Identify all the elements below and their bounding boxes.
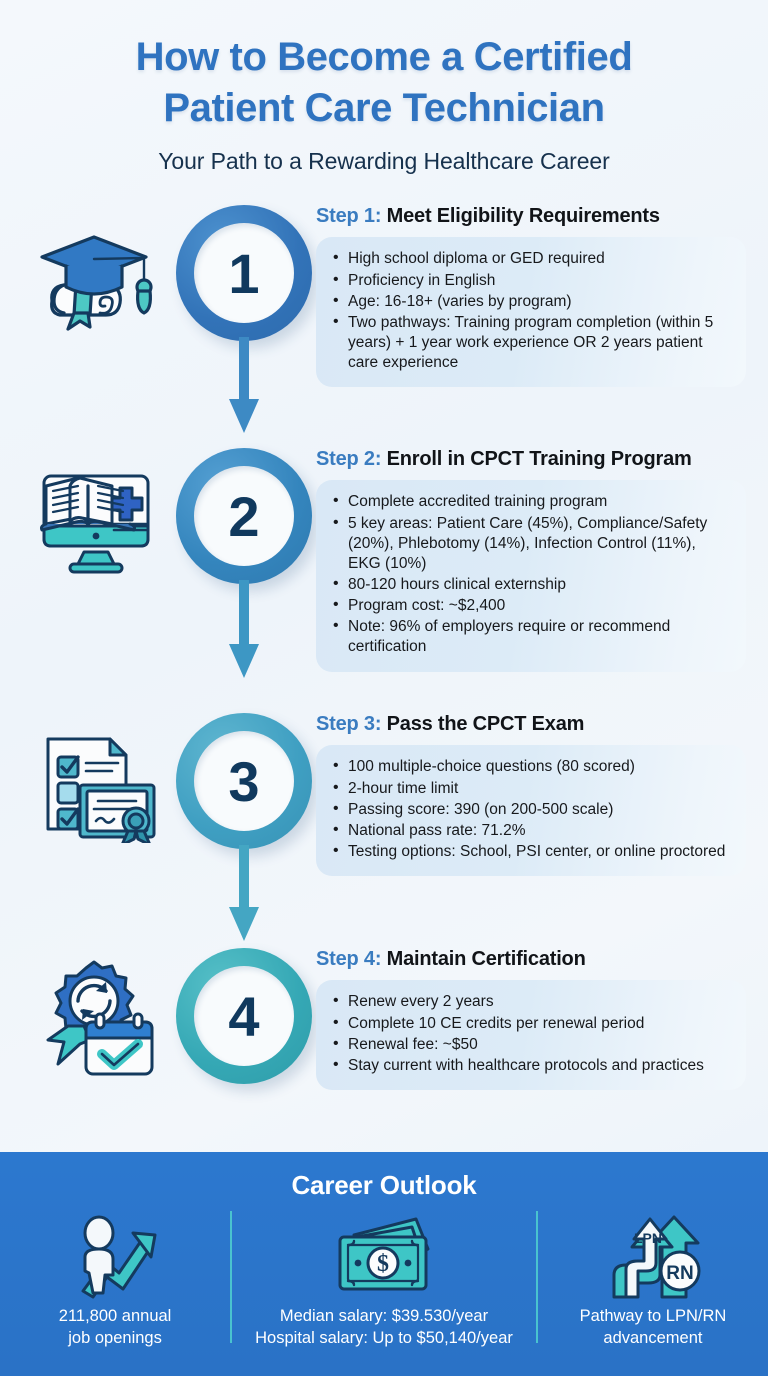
list-item: Renewal fee: ~$50 xyxy=(328,1034,730,1055)
graduation-cap-diploma-icon xyxy=(26,217,162,335)
step-4-panel: Renew every 2 years Complete 10 CE credi… xyxy=(316,980,746,1090)
svg-text:RN: RN xyxy=(666,1263,693,1284)
step-1-label: Step 1: xyxy=(316,205,382,228)
list-item: 2-hour time limit xyxy=(328,778,730,799)
connector-arrow-1 xyxy=(228,337,260,439)
step-3-body: Step 3: Pass the CPCT Exam 100 multiple-… xyxy=(316,713,746,877)
cash-dollar-icon: $ xyxy=(232,1211,536,1303)
stat-line-2: Hospital salary: Up to $50,140/year xyxy=(255,1328,513,1347)
list-item: Complete 10 CE credits per renewal perio… xyxy=(328,1013,730,1034)
page-subtitle: Your Path to a Rewarding Healthcare Care… xyxy=(158,148,610,175)
step-number-2: 2 xyxy=(194,466,294,567)
stat-job-openings-text: 211,800 annual job openings xyxy=(0,1306,230,1350)
book-monitor-medical-icon xyxy=(26,460,162,578)
step-number-1: 1 xyxy=(194,223,294,324)
step-1-heading: Step 1: Meet Eligibility Requirements xyxy=(316,205,746,228)
stat-line-2: job openings xyxy=(68,1328,162,1347)
step-4: 4 Step 4: Maintain Certification Renew e… xyxy=(0,948,768,1153)
step-1-bullet-list: High school diploma or GED required Prof… xyxy=(328,248,730,373)
step-1: 1 Step 1: Meet Eligibility Requirements … xyxy=(0,205,768,448)
footer-stats: 211,800 annual job openings xyxy=(0,1207,768,1367)
footer-divider-2 xyxy=(535,1211,538,1343)
step-3-title: Pass the CPCT Exam xyxy=(386,713,585,736)
stat-pathway: LPN RN Pathway to LPN/RN advancement xyxy=(538,1207,768,1350)
step-2-title: Enroll in CPCT Training Program xyxy=(386,448,692,471)
stat-line-1: 211,800 annual xyxy=(58,1307,172,1325)
step-number-4: 4 xyxy=(194,966,294,1067)
list-item: Age: 16-18+ (varies by program) xyxy=(328,291,730,312)
person-growth-arrow-icon xyxy=(0,1211,230,1303)
list-item: Note: 96% of employers require or recomm… xyxy=(328,616,730,657)
step-number-circle-4: 4 xyxy=(176,948,312,1085)
renewal-badge-calendar-icon xyxy=(26,960,162,1078)
svg-text:$: $ xyxy=(377,1251,389,1277)
step-4-body: Step 4: Maintain Certification Renew eve… xyxy=(316,948,746,1090)
list-item: National pass rate: 71.2% xyxy=(328,820,730,841)
step-1-title: Meet Eligibility Requirements xyxy=(386,205,660,228)
list-item: Testing options: School, PSI center, or … xyxy=(328,841,730,862)
step-4-bullet-list: Renew every 2 years Complete 10 CE credi… xyxy=(328,991,730,1076)
step-number-circle-1: 1 xyxy=(176,205,312,342)
footer-title: Career Outlook xyxy=(291,1170,477,1200)
step-2: 2 Step 2: Enroll in CPCT Training Progra… xyxy=(0,448,768,713)
list-item: Stay current with healthcare protocols a… xyxy=(328,1055,730,1076)
step-3: 3 Step 3: Pass the CPCT Exam 100 multipl… xyxy=(0,713,768,948)
list-item: Two pathways: Training program completio… xyxy=(328,312,730,373)
svg-text:LPN: LPN xyxy=(634,1230,662,1246)
step-1-body: Step 1: Meet Eligibility Requirements Hi… xyxy=(316,205,746,388)
page-title: How to Become a Certified Patient Care T… xyxy=(30,32,738,134)
step-2-label: Step 2: xyxy=(316,448,382,471)
title-line-2: Patient Care Technician xyxy=(163,86,605,131)
steps-section: 1 Step 1: Meet Eligibility Requirements … xyxy=(0,181,768,1153)
list-item: Program cost: ~$2,400 xyxy=(328,595,730,616)
step-3-panel: 100 multiple-choice questions (80 scored… xyxy=(316,745,746,877)
step-3-heading: Step 3: Pass the CPCT Exam xyxy=(316,713,746,736)
list-item: Complete accredited training program xyxy=(328,491,730,512)
list-item: High school diploma or GED required xyxy=(328,248,730,269)
step-1-panel: High school diploma or GED required Prof… xyxy=(316,237,746,388)
stat-line-1: Median salary: $39.530/year xyxy=(279,1307,489,1325)
list-item: Renew every 2 years xyxy=(328,991,730,1012)
step-number-3: 3 xyxy=(194,731,294,832)
stat-salary: $ Median salary: $39.530/year Hospital s… xyxy=(232,1207,536,1350)
step-4-label: Step 4: xyxy=(316,948,382,971)
step-3-bullet-list: 100 multiple-choice questions (80 scored… xyxy=(328,756,730,862)
step-3-label: Step 3: xyxy=(316,713,382,736)
list-item: 80-120 hours clinical externship xyxy=(328,574,730,595)
step-4-title: Maintain Certification xyxy=(386,948,586,971)
checklist-certificate-icon xyxy=(26,725,162,844)
list-item: 100 multiple-choice questions (80 scored… xyxy=(328,756,730,777)
step-number-circle-2: 2 xyxy=(176,448,312,585)
lpn-rn-pathway-arrows-icon: LPN RN xyxy=(538,1211,768,1303)
step-2-panel: Complete accredited training program 5 k… xyxy=(316,480,746,672)
stat-line-2: advancement xyxy=(603,1328,703,1347)
connector-arrow-3 xyxy=(228,845,260,947)
step-4-heading: Step 4: Maintain Certification xyxy=(316,948,746,971)
stat-pathway-text: Pathway to LPN/RN advancement xyxy=(538,1306,768,1350)
stat-job-openings: 211,800 annual job openings xyxy=(0,1207,230,1350)
step-2-heading: Step 2: Enroll in CPCT Training Program xyxy=(316,448,746,471)
step-2-body: Step 2: Enroll in CPCT Training Program … xyxy=(316,448,746,672)
step-2-bullet-list: Complete accredited training program 5 k… xyxy=(328,491,730,657)
list-item: 5 key areas: Patient Care (45%), Complia… xyxy=(328,513,730,574)
stat-salary-text: Median salary: $39.530/year Hospital sal… xyxy=(232,1306,536,1350)
footer-divider-1 xyxy=(230,1211,233,1343)
list-item: Passing score: 390 (on 200-500 scale) xyxy=(328,799,730,820)
title-line-1: How to Become a Certified xyxy=(135,35,633,79)
list-item: Proficiency in English xyxy=(328,270,730,291)
connector-arrow-2 xyxy=(228,580,260,684)
career-outlook-footer: Career Outlook 211,800 annual jo xyxy=(0,1152,768,1376)
stat-line-1: Pathway to LPN/RN xyxy=(579,1307,727,1325)
step-number-circle-3: 3 xyxy=(176,713,312,850)
header: How to Become a Certified Patient Care T… xyxy=(0,0,768,181)
